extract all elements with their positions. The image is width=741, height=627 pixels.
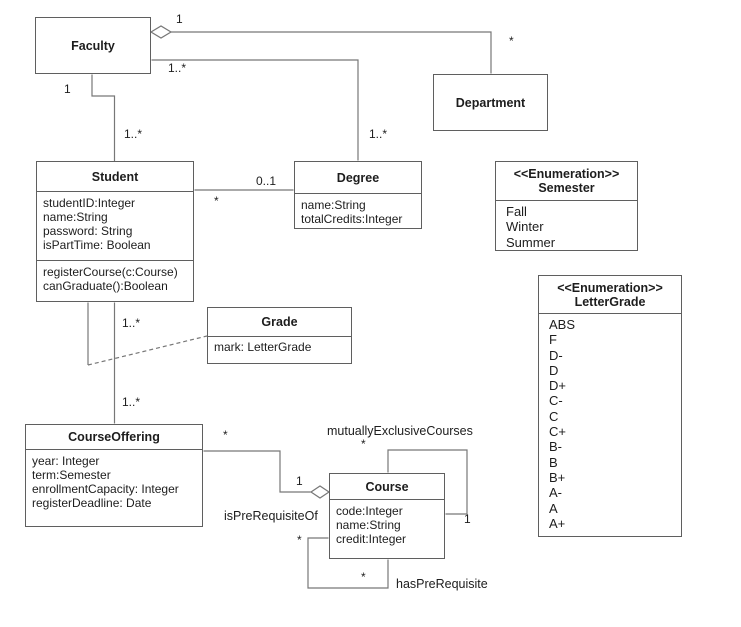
multiplicity-student-offering-top: 1..*	[122, 316, 141, 330]
multiplicity-prerequisite-left: *	[297, 533, 302, 547]
multiplicity-faculty-student-many: 1..*	[124, 127, 143, 141]
enum-value: C+	[549, 424, 566, 440]
multiplicity-faculty-department-one: 1	[176, 12, 183, 26]
enumeration-header: <<Enumeration>> LetterGrade	[539, 276, 681, 313]
attribute: credit:Integer	[336, 532, 407, 546]
enum-value: A	[549, 500, 558, 516]
class-student: Student studentID:Integer name:String pa…	[36, 161, 194, 302]
class-title: CourseOffering	[68, 430, 160, 444]
role-hasPreRequisite: hasPreRequisite	[396, 577, 488, 591]
enum-value: B-	[549, 439, 562, 455]
attribute: studentID:Integer	[43, 196, 136, 210]
aggregation-diamond-faculty	[149, 25, 173, 39]
class-title: Degree	[336, 170, 380, 185]
enum-value: F	[549, 332, 557, 348]
self-association-mutually-exclusive	[387, 449, 468, 515]
association-faculty-student	[91, 74, 116, 161]
enum-value: C	[549, 408, 559, 424]
operation: registerCourse(c:Course)	[43, 265, 178, 279]
attribute: isPartTime: Boolean	[43, 238, 151, 252]
enum-value: A+	[549, 515, 566, 531]
enum-values-compartment: Fall Winter Summer	[496, 200, 637, 250]
grade-association-class-dashed-link	[87, 335, 208, 366]
aggregation-course-courseoffering	[203, 450, 311, 493]
role-ispreRequisiteOf: isPreRequisiteOf	[224, 509, 318, 523]
attribute: year: Integer	[32, 454, 100, 468]
attribute: code:Integer	[336, 504, 403, 518]
role-mutuallyExclusiveCourses: mutuallyExclusiveCourses	[327, 424, 473, 438]
class-title: Department	[455, 95, 526, 110]
enum-value: Fall	[506, 204, 527, 219]
enum-value: B	[549, 454, 558, 470]
self-association-prerequisite	[307, 537, 389, 589]
multiplicity-student-degree-many: *	[214, 194, 219, 208]
class-degree: Degree name:String totalCredits:Integer	[294, 161, 422, 229]
class-title: Semester	[538, 181, 595, 195]
multiplicity-student-offering-bottom: 1..*	[122, 395, 141, 409]
multiplicity-offering-many: *	[223, 428, 228, 442]
association-faculty-department	[171, 31, 492, 74]
multiplicity-course-aggregation-one: 1	[296, 474, 303, 488]
multiplicity-degree-many: 1..*	[369, 127, 388, 141]
stereotype: <<Enumeration>>	[557, 280, 663, 295]
attributes-compartment: mark: LetterGrade	[208, 336, 351, 363]
multiplicity-student-degree-optional: 0..1	[256, 174, 277, 188]
class-grade: Grade mark: LetterGrade	[207, 307, 352, 364]
multiplicity-mutex-many: *	[361, 437, 366, 451]
class-title: Faculty	[71, 38, 115, 53]
multiplicity-mutex-one: 1	[464, 512, 471, 526]
class-course: Course code:Integer name:String credit:I…	[329, 473, 445, 559]
enum-value: D	[549, 362, 559, 378]
attributes-compartment: year: Integer term:Semester enrollmentCa…	[26, 449, 202, 526]
enumeration-lettergrade: <<Enumeration>> LetterGrade ABS F D- D D…	[538, 275, 682, 537]
attribute: name:String	[336, 518, 401, 532]
class-title: Student	[91, 169, 139, 184]
association-faculty-degree	[151, 59, 359, 161]
class-courseoffering: CourseOffering year: Integer term:Semest…	[25, 424, 203, 527]
class-title: Grade	[261, 315, 298, 329]
attribute: registerDeadline: Date	[32, 496, 152, 510]
enum-value: Winter	[506, 219, 544, 235]
enumeration-header: <<Enumeration>> Semester	[496, 162, 637, 200]
enum-value: A-	[549, 485, 562, 501]
attribute: term:Semester	[32, 468, 111, 482]
class-title: Course	[365, 479, 409, 494]
operation: canGraduate():Boolean	[43, 279, 168, 293]
operations-compartment: registerCourse(c:Course) canGraduate():B…	[37, 260, 193, 301]
enum-values-compartment: ABS F D- D D+ C- C C+ B- B B+ A- A A+	[539, 313, 681, 536]
aggregation-diamond-course	[309, 485, 331, 499]
multiplicity-faculty-student-one: 1	[64, 82, 71, 96]
attributes-compartment: name:String totalCredits:Integer	[295, 193, 421, 228]
class-title: LetterGrade	[574, 294, 646, 309]
attributes-compartment: studentID:Integer name:String password: …	[37, 191, 193, 260]
enum-value: D+	[549, 378, 566, 394]
enumeration-semester: <<Enumeration>> Semester Fall Winter Sum…	[495, 161, 638, 251]
multiplicity-prerequisite-bottom: *	[361, 570, 366, 584]
attribute: mark: LetterGrade	[214, 340, 312, 354]
multiplicity-faculty-degree-many: 1..*	[168, 61, 187, 75]
attribute: password: String	[43, 224, 133, 238]
attribute: enrollmentCapacity: Integer	[32, 482, 179, 496]
attributes-compartment: code:Integer name:String credit:Integer	[330, 499, 444, 558]
enum-value: B+	[549, 469, 566, 485]
class-faculty: Faculty	[35, 17, 151, 74]
attribute: name:String	[43, 210, 108, 224]
multiplicity-faculty-department-many: *	[509, 34, 514, 48]
enum-value: C-	[549, 393, 563, 409]
enum-value: ABS	[549, 317, 576, 332]
enum-value: D-	[549, 347, 563, 363]
attribute: name:String	[301, 198, 366, 212]
class-department: Department	[433, 74, 548, 131]
enum-value: Summer	[506, 234, 556, 250]
attribute: totalCredits:Integer	[301, 212, 403, 226]
stereotype: <<Enumeration>>	[513, 167, 620, 181]
